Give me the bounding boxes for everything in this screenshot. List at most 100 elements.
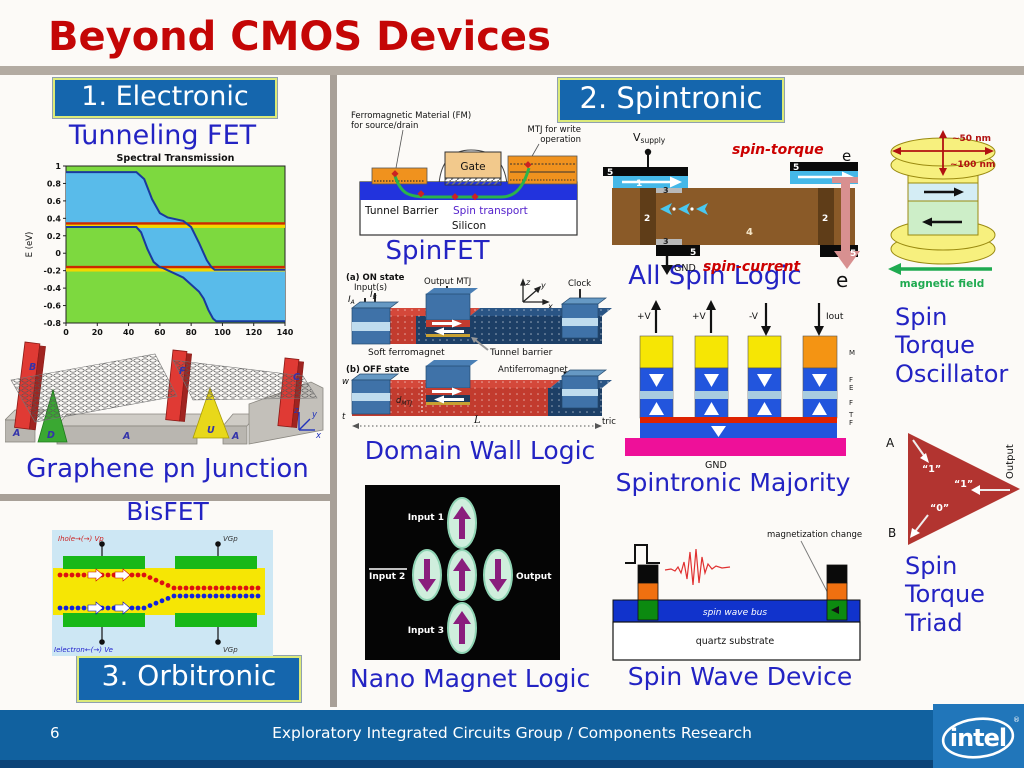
gnd-bar bbox=[656, 245, 700, 256]
sto-dim2-label: ~100 nm bbox=[950, 160, 995, 170]
left-section-divider bbox=[0, 494, 330, 501]
axis-x-label: x bbox=[315, 431, 322, 441]
dwl-bar-on-state bbox=[350, 288, 612, 345]
column-divider bbox=[330, 75, 337, 707]
bar-b-label: B bbox=[29, 362, 36, 373]
spin-wave-device-figure: magnetization change spin wave bus quart… bbox=[612, 530, 862, 661]
antiferromagnet-label: Antiferromagnet bbox=[498, 365, 568, 375]
base-u-label: U bbox=[207, 425, 215, 436]
svg-text:®: ® bbox=[1013, 716, 1020, 724]
footer-bottom-strip bbox=[0, 760, 933, 768]
majority-free-arrow bbox=[711, 426, 726, 437]
intel-logo-box: intel ® bbox=[933, 704, 1024, 768]
bus-label: spin wave bus bbox=[703, 608, 767, 618]
nano-magnet-logic-figure: Input 1 Input 2 Output Input 3 bbox=[365, 485, 560, 660]
base-a1-label: A bbox=[12, 428, 20, 439]
triad-arrows bbox=[912, 439, 1010, 534]
electron-flow-arrow bbox=[832, 177, 860, 269]
majority-t2: +V bbox=[692, 312, 707, 322]
svg-text:E (eV): E (eV) bbox=[25, 232, 35, 258]
bisfet-top-right-label: VGp bbox=[223, 535, 238, 543]
contact-leads bbox=[99, 541, 221, 645]
majority-t4: Iout bbox=[826, 312, 844, 322]
state-b-label: (b) OFF state bbox=[346, 365, 410, 375]
dwl-x: x bbox=[547, 302, 553, 311]
svg-text:0.2: 0.2 bbox=[47, 232, 61, 241]
bisfet-gates bbox=[63, 556, 257, 627]
section-orbitronic: 3. Orbitronic bbox=[76, 655, 302, 703]
svg-text:-0.4: -0.4 bbox=[44, 284, 62, 293]
page-number: 6 bbox=[50, 724, 60, 742]
svg-text:-0.6: -0.6 bbox=[44, 302, 62, 311]
input-pulse bbox=[625, 544, 660, 564]
n2-right: 2 bbox=[822, 214, 828, 224]
bisfet-bottom-left-label: Ielectron←(→) Ve bbox=[54, 646, 113, 654]
right-electrode bbox=[826, 564, 848, 621]
majority-r6: F bbox=[849, 419, 853, 427]
bar-f-label: F bbox=[179, 366, 186, 377]
bisfet-top-left-label: Ihole→(→) Vp bbox=[58, 535, 104, 543]
clock-label: Clock bbox=[568, 279, 591, 289]
domain-wall-logic-figure: (a) ON state Input(s) Output MTJ Clock I… bbox=[342, 273, 612, 429]
nml-input1-label: Input 1 bbox=[408, 513, 444, 523]
gate-oxide bbox=[444, 177, 502, 186]
spin-current-markers bbox=[660, 203, 708, 215]
substrate-label: quartz substrate bbox=[696, 636, 775, 647]
mtj-label-line2: operation bbox=[540, 135, 581, 145]
n2-left: 2 bbox=[644, 214, 650, 224]
svg-text:0: 0 bbox=[55, 249, 61, 258]
axis-y-label: y bbox=[311, 410, 318, 420]
label-tunneling-fet: Tunneling FET bbox=[68, 120, 257, 151]
n4-label: 4 bbox=[746, 227, 753, 238]
label-spin-torque-triad: Spin Torque Triad bbox=[905, 552, 985, 637]
triad-a-label: A bbox=[886, 436, 895, 450]
fm-leader-line bbox=[395, 129, 404, 169]
majority-left-partial: tric bbox=[602, 417, 616, 427]
spin-transport-path bbox=[393, 167, 531, 199]
svg-text:140: 140 bbox=[277, 328, 294, 337]
input-a-label: IA bbox=[348, 295, 355, 306]
section-electronic: 1. Electronic bbox=[52, 77, 278, 119]
drain-mtj-contact bbox=[507, 155, 578, 185]
left-electrode bbox=[637, 564, 659, 621]
svg-text:40: 40 bbox=[123, 328, 135, 337]
hole-channel bbox=[57, 572, 261, 591]
triad-b-label: B bbox=[888, 526, 896, 540]
section-spintronic: 2. Spintronic bbox=[557, 77, 785, 123]
dmtj-label: dMTJ bbox=[396, 396, 412, 407]
majority-gnd-label: GND bbox=[705, 460, 727, 471]
silicon-label: Silicon bbox=[452, 220, 486, 232]
svg-text:1: 1 bbox=[55, 162, 61, 171]
spin-wave-packet bbox=[664, 548, 731, 586]
label-spin-torque-oscillator: Spin Torque Oscillator bbox=[895, 303, 1009, 388]
soft-ferromagnet-label: Soft ferromagnet bbox=[368, 348, 445, 358]
sto-dimensions bbox=[898, 135, 988, 171]
label-nano-magnet-logic: Nano Magnet Logic bbox=[350, 664, 591, 693]
n-region-wedge bbox=[192, 386, 230, 439]
e-top: e bbox=[842, 147, 851, 165]
base-a3-label: A bbox=[231, 431, 239, 442]
label-spintronic-majority: Spintronic Majority bbox=[615, 468, 851, 497]
n3-bottom: 3 bbox=[663, 237, 669, 246]
fm-label-line1: Ferromagnetic Material (FM) bbox=[351, 111, 471, 121]
spin-torque-label: spin-torque bbox=[732, 142, 824, 158]
triad-v1: “1” bbox=[922, 464, 941, 475]
length-dimension bbox=[352, 423, 602, 429]
nml-output-label: Output bbox=[516, 572, 552, 582]
majority-dielectric-layer bbox=[640, 417, 837, 423]
majority-gnd-bar bbox=[625, 438, 846, 456]
label-bisfet: BisFET bbox=[126, 497, 209, 526]
majority-r3: E bbox=[849, 384, 853, 392]
axis-z-label: z bbox=[293, 406, 299, 416]
gate-electrode bbox=[444, 151, 502, 179]
sto-dim-heads bbox=[892, 130, 994, 176]
gate-label: Gate bbox=[460, 161, 485, 173]
vsupply-label: Vsupply bbox=[633, 131, 666, 145]
bar-c-label: C bbox=[293, 372, 300, 383]
triad-v0: “0” bbox=[930, 503, 949, 514]
channel-region-left bbox=[640, 188, 656, 245]
coordinate-axes bbox=[298, 412, 315, 431]
triad-arrowheads bbox=[910, 453, 980, 538]
